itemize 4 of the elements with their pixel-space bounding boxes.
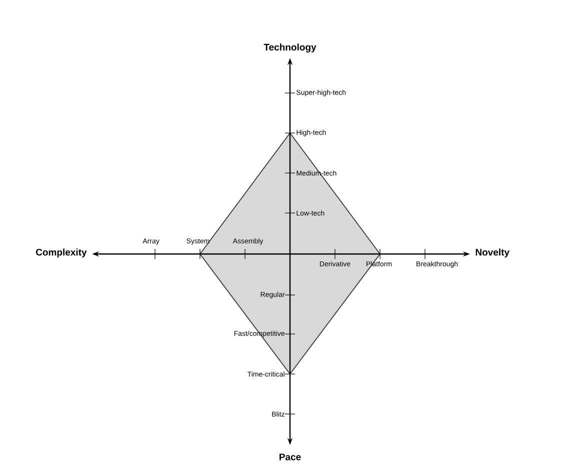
axis-title: Pace	[280, 454, 301, 460]
axis-title: Technology	[264, 44, 316, 52]
axis-title: Complexity	[36, 248, 87, 258]
axis-title: Novelty	[476, 248, 510, 258]
